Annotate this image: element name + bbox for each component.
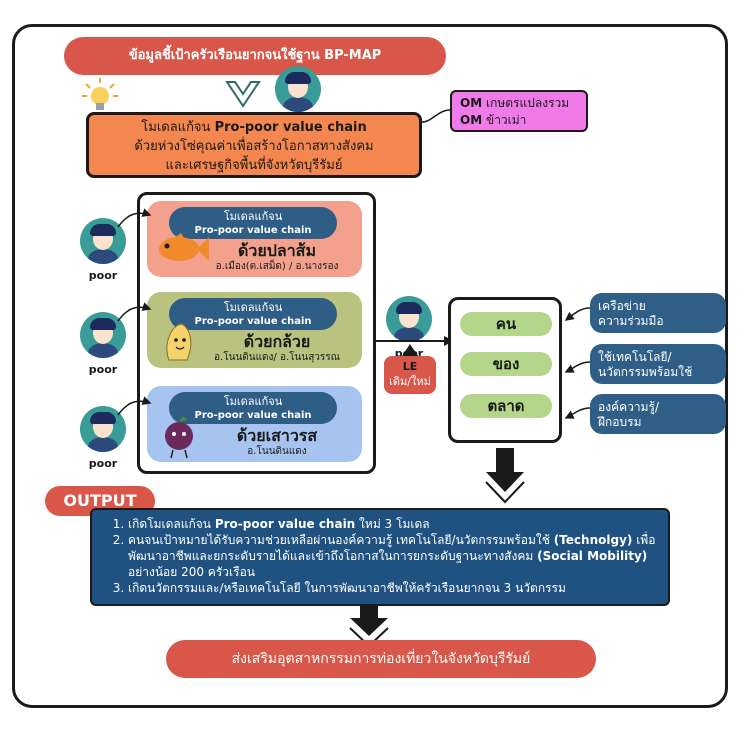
person-icon <box>80 218 126 264</box>
model-line-2: ด้วยห่วงโซ่คุณค่าเพื่อสร้างโอกาสทางสังคม <box>134 139 374 154</box>
side-box-technology: ใช้เทคโนโลยี/นวัตกรรมพร้อมใช้ <box>590 344 726 384</box>
card-name: ด้วยปลาส้ม <box>237 241 316 260</box>
chevron-down-icon <box>225 81 261 108</box>
card-area: อ.โนนดินแดง <box>247 446 307 457</box>
output-box: เกิดโมเดลแก้จน Pro-poor value chain ใหม่… <box>90 508 670 606</box>
card-name: ด้วยกล้วย <box>243 332 311 351</box>
person-icon <box>275 66 321 112</box>
footer-text: ส่งเสริมอุตสาหกรรมการท่องเที่ยวในจังหวัด… <box>231 651 531 667</box>
poor-avatar-2: poor <box>75 312 131 377</box>
person-icon <box>386 296 432 342</box>
poor-card-arrows <box>117 208 152 416</box>
le-box: LE เดิม/ใหม่ <box>384 356 436 394</box>
market-item-market: ตลาด <box>460 394 552 418</box>
header-title-pill: ข้อมูลชี้เป้าครัวเรือนยากจนใช้ฐาน BP-MAP <box>64 37 446 75</box>
person-icon <box>80 406 126 452</box>
person-icon <box>80 312 126 358</box>
output-item-1: เกิดโมเดลแก้จน Pro-poor value chain ใหม่… <box>128 516 656 532</box>
om-connector <box>421 109 451 123</box>
lightbulb-icon <box>82 78 118 110</box>
fish-icon <box>159 233 209 261</box>
side-box-knowledge: องค์ความรู้/ฝึกอบรม <box>590 394 726 434</box>
passionfruit-icon <box>165 416 193 459</box>
output-item-2: คนจนเป้าหมายได้รับความช่วยเหลือผ่านองค์ค… <box>128 532 656 580</box>
card-area: อ.เมือง(ต.เสม็ด) / อ.นางรอง <box>215 261 339 272</box>
om-item-1: OM เกษตรแปลงรวม <box>460 96 570 110</box>
output-item-3: เกิดนวัตกรรมและ/หรือเทคโนโลยี ในการพัฒนา… <box>128 580 656 596</box>
banana-icon <box>166 323 192 361</box>
card-name: ด้วยเสาวรส <box>236 426 318 445</box>
header-title: ข้อมูลชี้เป้าครัวเรือนยากจนใช้ฐาน BP-MAP <box>128 48 382 63</box>
side-box-network: เครือข่ายความร่วมมือ <box>590 293 726 333</box>
market-item-goods: ของ <box>460 352 552 376</box>
om-item-2: OM ข้าวเม่า <box>460 113 527 127</box>
market-item-people: คน <box>460 312 552 336</box>
poor-avatar-3: poor <box>75 406 131 471</box>
om-box: OM เกษตรแปลงรวม OM ข้าวเม่า <box>450 90 588 132</box>
model-line-3: และเศรษฐกิจพื้นที่จังหวัดบุรีรัมย์ <box>165 158 343 173</box>
poor-avatar-1: poor <box>75 218 131 283</box>
down-arrow-icon <box>485 448 525 504</box>
le-up-arrow <box>402 344 418 356</box>
model-line-1: โมเดลแก้จน Pro-poor value chain <box>141 120 367 135</box>
model-box: โมเดลแก้จน Pro-poor value chain ด้วยห่วง… <box>86 112 422 178</box>
footer-pill: ส่งเสริมอุตสาหกรรมการท่องเที่ยวในจังหวัด… <box>166 640 596 678</box>
side-box-arrows <box>564 307 591 419</box>
card-area: อ.โนนดินแดง/ อ.โนนสุวรรณ <box>214 352 340 363</box>
